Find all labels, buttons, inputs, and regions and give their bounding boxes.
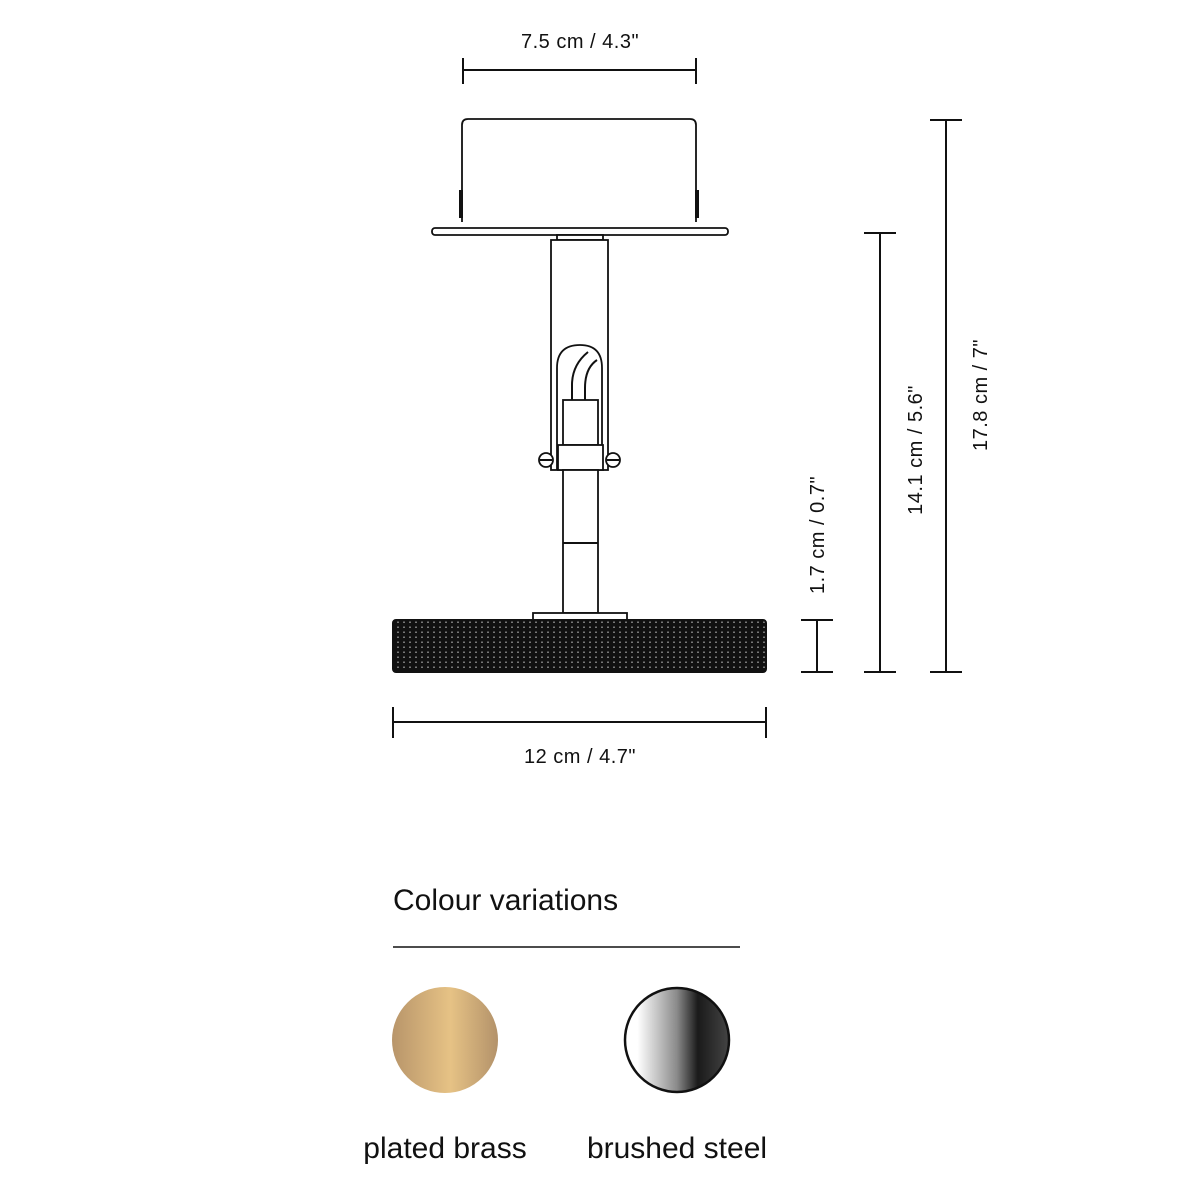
base-width-label: 12 cm / 4.7": [524, 746, 636, 768]
dimension-total-height: 17.8 cm / 7": [930, 119, 992, 673]
disc-height-label: 1.7 cm / 0.7": [807, 476, 829, 594]
steel-label: brushed steel: [587, 1132, 767, 1165]
canopy-box: [461, 118, 697, 222]
dimension-body-height: 14.1 cm / 5.6": [864, 232, 927, 673]
dimension-disc-height: 1.7 cm / 0.7": [801, 476, 833, 673]
dimension-top-width: 7.5 cm / 4.3": [462, 31, 697, 84]
total-height-label: 17.8 cm / 7": [970, 339, 992, 451]
colour-variations-title: Colour variations: [393, 884, 618, 917]
stem-lower: [562, 469, 599, 614]
lamp-drawing: [392, 118, 767, 673]
body-height-label: 14.1 cm / 5.6": [905, 385, 927, 515]
joint-washer: [557, 444, 604, 471]
joint-block: [562, 399, 599, 446]
top-width-label: 7.5 cm / 4.3": [521, 31, 639, 53]
brass-label: plated brass: [363, 1132, 526, 1165]
brass-swatch: [392, 987, 498, 1093]
dimension-base-width: 12 cm / 4.7": [392, 707, 767, 768]
base-collar: [532, 612, 628, 621]
mounting-plate: [431, 227, 729, 236]
steel-swatch: [623, 986, 731, 1094]
perforated-shade: [392, 619, 767, 673]
